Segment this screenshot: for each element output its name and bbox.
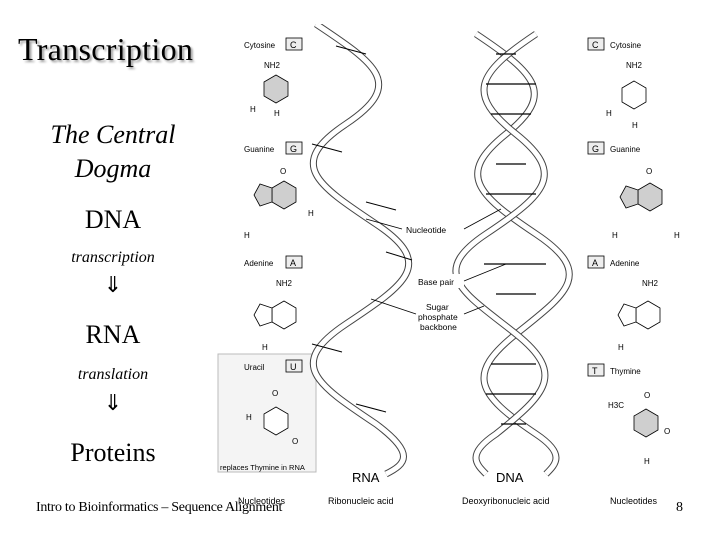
left-uracil: Uracil U O O H replaces Thymine in RNA xyxy=(220,359,305,472)
slide-title: Transcription xyxy=(18,31,194,67)
rna-helix xyxy=(309,24,413,478)
svg-text:C: C xyxy=(290,40,297,50)
nucleotides-right-label: Nucleotides xyxy=(610,496,658,506)
svg-text:NH2: NH2 xyxy=(642,279,659,288)
base-pair-label: Base pair xyxy=(418,277,454,287)
svg-text:H: H xyxy=(244,231,250,240)
svg-text:U: U xyxy=(290,362,297,372)
svg-text:A: A xyxy=(592,258,598,268)
svg-text:NH2: NH2 xyxy=(276,279,293,288)
dna-label: DNA xyxy=(496,470,524,485)
svg-text:H: H xyxy=(674,231,680,240)
svg-text:H: H xyxy=(274,109,280,118)
svg-text:Cytosine: Cytosine xyxy=(244,41,276,50)
svg-text:H: H xyxy=(606,109,612,118)
backbone-label-2: phosphate xyxy=(418,312,458,322)
svg-text:G: G xyxy=(592,144,599,154)
rna-term: RNA xyxy=(85,320,141,349)
right-cytosine: C Cytosine NH2 H H xyxy=(587,37,647,130)
svg-text:H: H xyxy=(632,121,638,130)
svg-text:Thymine: Thymine xyxy=(610,367,641,376)
rna-label: RNA xyxy=(352,470,380,485)
dna-helix xyxy=(452,31,573,477)
backbone-label-1: Sugar xyxy=(426,302,449,312)
svg-text:H: H xyxy=(246,413,252,422)
svg-text:H: H xyxy=(618,343,624,352)
svg-text:O: O xyxy=(272,389,278,398)
translation-label: translation xyxy=(77,366,149,383)
footer-text: Intro to Bioinformatics – Sequence Align… xyxy=(36,500,283,515)
svg-text:NH2: NH2 xyxy=(626,61,643,70)
svg-text:T: T xyxy=(592,366,598,376)
svg-text:G: G xyxy=(290,144,297,154)
svg-text:H3C: H3C xyxy=(608,401,624,410)
nucleotides-left-label: Nucleotides xyxy=(238,496,286,506)
page-number: 8 xyxy=(676,500,683,515)
svg-text:H: H xyxy=(250,105,256,114)
backbone-label-3: backbone xyxy=(420,322,457,332)
dna-rna-figure: Cytosine C NH2 H H Guanine G O H H Adeni… xyxy=(217,24,680,506)
svg-text:A: A xyxy=(290,258,296,268)
left-guanine: Guanine G O H H xyxy=(244,141,314,240)
down-arrow-icon: ⇓ xyxy=(103,273,123,298)
svg-text:Cytosine: Cytosine xyxy=(610,41,642,50)
right-guanine: G Guanine O H H xyxy=(587,141,680,240)
svg-text:Adenine: Adenine xyxy=(244,259,274,268)
callouts: Nucleotide Base pair Sugar phosphate bac… xyxy=(365,208,507,336)
svg-text:H: H xyxy=(262,343,268,352)
svg-text:NH2: NH2 xyxy=(264,61,281,70)
svg-text:H: H xyxy=(308,209,314,218)
svg-text:O: O xyxy=(644,391,650,400)
nucleotide-label: Nucleotide xyxy=(406,225,446,235)
svg-text:O: O xyxy=(646,167,652,176)
svg-text:H: H xyxy=(612,231,618,240)
deoxyribonucleic-acid-label: Deoxyribonucleic acid xyxy=(462,496,550,506)
subtitle-line-2: Dogma xyxy=(74,154,152,183)
svg-text:Adenine: Adenine xyxy=(610,259,640,268)
svg-text:replaces Thymine in RNA: replaces Thymine in RNA xyxy=(220,463,305,472)
right-adenine: A Adenine NH2 H xyxy=(587,255,661,352)
transcription-label: transcription xyxy=(71,249,155,266)
svg-text:Guanine: Guanine xyxy=(244,145,275,154)
dna-term: DNA xyxy=(84,205,142,234)
ribonucleic-acid-label: Ribonucleic acid xyxy=(328,496,394,506)
subtitle-line-1: The Central xyxy=(50,120,176,149)
right-thymine: T Thymine O H3C O H xyxy=(587,363,670,466)
svg-text:H: H xyxy=(644,457,650,466)
left-adenine: Adenine A NH2 H xyxy=(244,255,303,352)
left-cytosine: Cytosine C NH2 H H xyxy=(244,37,303,118)
svg-text:O: O xyxy=(280,167,286,176)
proteins-term: Proteins xyxy=(70,438,156,467)
svg-text:O: O xyxy=(292,437,298,446)
svg-text:Guanine: Guanine xyxy=(610,145,641,154)
svg-text:Uracil: Uracil xyxy=(244,363,265,372)
down-arrow-icon: ⇓ xyxy=(103,391,123,416)
svg-text:C: C xyxy=(592,40,599,50)
svg-text:O: O xyxy=(664,427,670,436)
